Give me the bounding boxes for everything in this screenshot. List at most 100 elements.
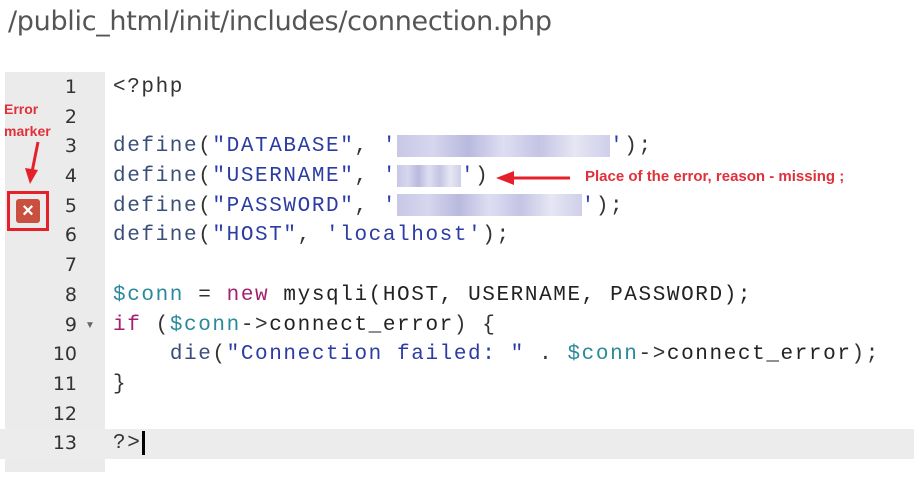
- error-marker-label-line: Error: [4, 101, 39, 117]
- code-line[interactable]: 5 define("PASSWORD", ' ');: [0, 192, 914, 222]
- error-note: Place of the error, reason - missing ;: [585, 168, 845, 185]
- code-text: define("PASSWORD", ' ');: [113, 192, 624, 222]
- arrow-down-icon: [25, 141, 40, 184]
- line-number: 1: [64, 76, 77, 98]
- code-token: ): [475, 165, 490, 189]
- code-token: mysqli(HOST, USERNAME, PASSWORD);: [269, 283, 753, 307]
- code-token: ->: [638, 343, 667, 367]
- code-token: connect_error: [666, 343, 852, 367]
- line-number: 9: [64, 313, 77, 336]
- line-number: 12: [52, 402, 77, 425]
- redacted-value: [397, 134, 611, 157]
- code-token: "DATABASE": [212, 135, 355, 159]
- code-token: =: [184, 283, 227, 307]
- redacted-value: [397, 194, 582, 217]
- code-token: 'localhost': [326, 224, 483, 248]
- error-marker-label: Error marker: [4, 98, 51, 142]
- code-line[interactable]: 11}: [0, 370, 914, 400]
- line-number: 4: [64, 165, 77, 188]
- code-line[interactable]: 12: [0, 400, 914, 430]
- code-text: define("DATABASE", ' ');: [113, 132, 653, 162]
- code-token: ': [382, 194, 398, 218]
- line-number: 5: [64, 194, 77, 217]
- code-token: $conn: [113, 283, 185, 307]
- code-token: );: [482, 224, 511, 248]
- code-token: (: [141, 313, 170, 337]
- code-token: (: [198, 135, 213, 159]
- code-token: new: [226, 283, 270, 307]
- code-token: "PASSWORD": [212, 194, 355, 218]
- code-token: ': [610, 135, 625, 159]
- code-token: ': [382, 135, 398, 159]
- code-token: ': [382, 165, 398, 189]
- line-number: 8: [64, 283, 77, 306]
- code-line[interactable]: 1 <?php: [0, 73, 914, 103]
- code-token: define: [113, 224, 199, 248]
- file-path-title: /public_html/init/includes/connection.ph…: [8, 6, 552, 37]
- code-text: ?>: [113, 429, 146, 459]
- code-token: $conn: [169, 313, 241, 337]
- code-line[interactable]: 9 ▼ if ($conn->connect_error) {: [0, 311, 914, 341]
- code-token: ,: [354, 135, 383, 159]
- line-number: 10: [52, 343, 77, 366]
- code-token: define: [113, 165, 199, 189]
- error-marker-label-line: marker: [4, 123, 51, 139]
- code-token: "Connection failed: ": [226, 343, 525, 367]
- close-icon[interactable]: ×: [16, 199, 40, 223]
- arrow-left-icon: [496, 171, 570, 185]
- code-token: ,: [354, 194, 383, 218]
- line-number: 13: [52, 432, 77, 455]
- fold-arrow-icon[interactable]: ▼: [85, 319, 95, 331]
- code-token: ': [581, 194, 596, 218]
- code-line[interactable]: 13 ?>: [0, 429, 914, 459]
- line-number-gutter: [5, 72, 105, 472]
- code-line[interactable]: 4 define("USERNAME", ' '): [0, 162, 914, 192]
- code-text: die("Connection failed: " . $conn->conne…: [113, 340, 880, 370]
- error-marker-highlight: ×: [7, 191, 49, 231]
- line-number: 11: [52, 372, 77, 395]
- code-token: ,: [354, 165, 383, 189]
- code-text: }: [113, 370, 127, 400]
- code-token: define: [113, 194, 199, 218]
- code-token: <?php: [113, 76, 185, 99]
- code-token: (: [198, 194, 213, 218]
- code-token: (: [198, 224, 213, 248]
- code-token: if: [113, 313, 142, 337]
- redacted-value: [397, 164, 461, 187]
- code-line[interactable]: 8 $conn = new mysqli(HOST, USERNAME, PASS…: [0, 281, 914, 311]
- code-token: .: [524, 343, 568, 367]
- code-token: ,: [297, 224, 327, 248]
- line-number: 6: [64, 224, 77, 247]
- text-cursor: [142, 430, 146, 455]
- code-token: connect_error: [269, 313, 454, 337]
- code-token: );: [851, 343, 880, 367]
- line-number: 3: [64, 135, 77, 158]
- code-text: $conn = new mysqli(HOST, USERNAME, PASSW…: [113, 281, 752, 311]
- code-text: define("USERNAME", ' '): [113, 162, 489, 192]
- code-line[interactable]: 7: [0, 251, 914, 281]
- code-token: (: [198, 165, 213, 189]
- code-text: <?php: [113, 73, 184, 103]
- code-token: }: [113, 372, 128, 396]
- code-line[interactable]: 6 define("HOST", 'localhost');: [0, 221, 914, 251]
- line-number: 7: [64, 254, 77, 277]
- line-number: 2: [64, 105, 77, 128]
- code-text: define("HOST", 'localhost');: [113, 221, 511, 251]
- code-token: define: [113, 135, 199, 159]
- code-token: ->: [240, 313, 270, 337]
- code-token: $conn: [567, 343, 639, 367]
- code-line[interactable]: 3 define("DATABASE", ' ');: [0, 132, 914, 162]
- code-token: "USERNAME": [212, 165, 355, 189]
- code-token: ': [460, 165, 476, 189]
- code-text: if ($conn->connect_error) {: [113, 311, 496, 341]
- code-token: "HOST": [212, 224, 298, 248]
- code-line[interactable]: 2: [0, 103, 914, 133]
- code-token: );: [595, 194, 625, 218]
- code-token: die: [169, 343, 213, 367]
- code-token: );: [624, 135, 653, 159]
- code-line[interactable]: 10 die("Connection failed: " . $conn->co…: [0, 340, 914, 370]
- code-token: ?>: [113, 432, 142, 456]
- code-token: ) {: [453, 313, 497, 337]
